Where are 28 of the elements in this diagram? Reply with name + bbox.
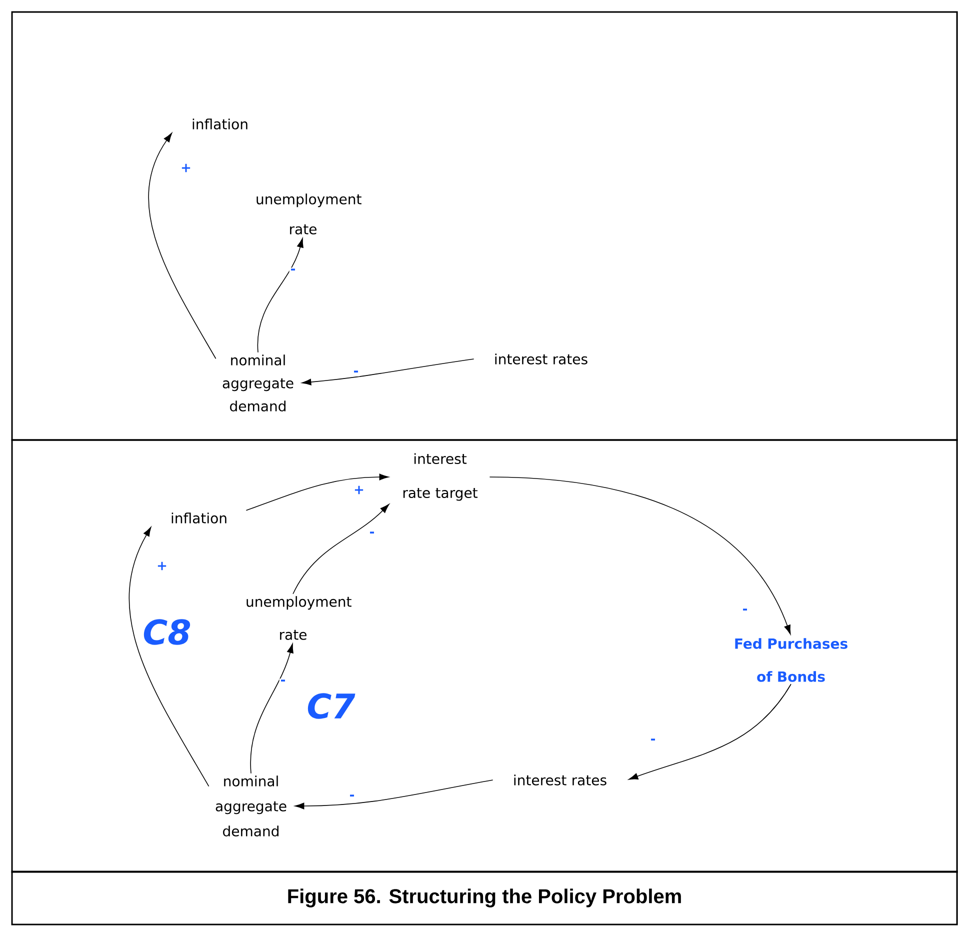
caption: Figure 56. Structuring the Policy Problem xyxy=(11,870,958,926)
arrow xyxy=(246,474,389,511)
polarity-sign: + xyxy=(156,560,168,572)
variable-label: inflation xyxy=(192,118,248,130)
arrow xyxy=(302,358,474,386)
loop-label: C7 xyxy=(308,693,356,719)
arrow xyxy=(128,526,210,787)
variable-label: unemployment rate xyxy=(246,596,352,640)
arrow xyxy=(294,780,494,810)
arrow xyxy=(250,644,294,774)
variable-label: interest rates xyxy=(514,774,606,786)
variable-label: interest rate target xyxy=(403,453,478,501)
variable-label: interest rates xyxy=(495,354,588,364)
polarity-sign: + xyxy=(180,162,192,174)
loop-label: C8 xyxy=(144,619,190,645)
arrow xyxy=(148,132,216,360)
variable-label: nominal aggregate demand xyxy=(216,776,286,836)
arrow xyxy=(292,504,390,594)
variable-label: nominal aggregate demand xyxy=(222,354,294,412)
variable-label: Fed Purchases of Bonds xyxy=(735,638,848,682)
polarity-sign: + xyxy=(352,484,366,496)
panel-frame xyxy=(11,439,958,873)
variable-label: unemployment rate xyxy=(256,194,362,234)
variable-label: inflation xyxy=(172,512,226,524)
arrow xyxy=(628,684,792,780)
arrow xyxy=(257,238,304,353)
panel-frame xyxy=(11,11,958,441)
arrow xyxy=(489,476,791,634)
